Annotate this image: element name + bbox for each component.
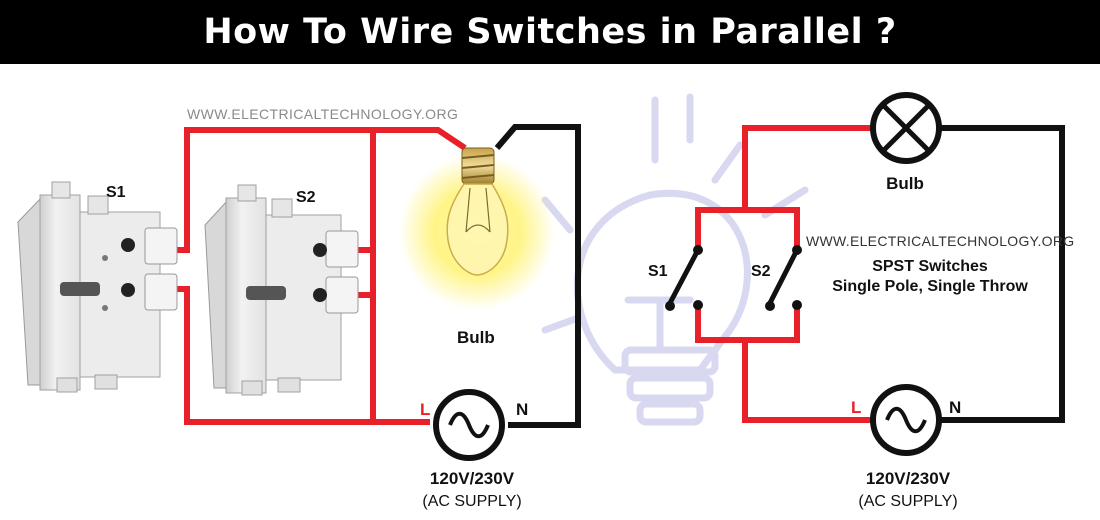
left-neutral-label: N: [516, 400, 528, 419]
left-bulb-label: Bulb: [457, 328, 495, 347]
right-live-label: L: [851, 398, 861, 417]
right-s1-label: S1: [648, 263, 668, 280]
left-neutral-wire: [494, 124, 581, 428]
left-ac-source-icon: [433, 389, 505, 461]
switch-s2: [204, 184, 359, 396]
watermark-bulb-icon: [541, 93, 809, 426]
right-watermark: WWW.ELECTRICALTECHNOLOGY.ORG: [806, 233, 1074, 249]
right-s2-label: S2: [751, 263, 771, 280]
right-switch-s2-icon: [765, 245, 802, 311]
left-live-label: L: [420, 400, 430, 419]
page-title: How To Wire Switches in Parallel ?: [0, 0, 1100, 64]
right-switch-type: SPST Switches: [872, 258, 988, 275]
switch-s1: [17, 181, 178, 393]
left-supply-voltage: 120V/230V: [430, 469, 515, 488]
left-live-wire: [176, 127, 467, 425]
right-bulb-label: Bulb: [886, 174, 924, 193]
right-live-wire: [695, 125, 873, 423]
right-supply-type: (AC SUPPLY): [858, 493, 957, 510]
right-neutral-wire: [939, 125, 1065, 423]
right-supply-voltage: 120V/230V: [866, 469, 951, 488]
right-switch-s1-icon: [665, 245, 703, 311]
right-bulb-icon: [870, 92, 942, 164]
left-watermark: WWW.ELECTRICALTECHNOLOGY.ORG: [187, 106, 458, 122]
right-neutral-label: N: [949, 398, 961, 417]
left-bulb-icon: [399, 147, 555, 310]
left-s2-label: S2: [296, 189, 316, 206]
right-ac-source-icon: [870, 384, 942, 456]
right-switch-desc: Single Pole, Single Throw: [832, 278, 1028, 295]
left-s1-label: S1: [106, 184, 126, 201]
left-supply-type: (AC SUPPLY): [422, 493, 521, 510]
